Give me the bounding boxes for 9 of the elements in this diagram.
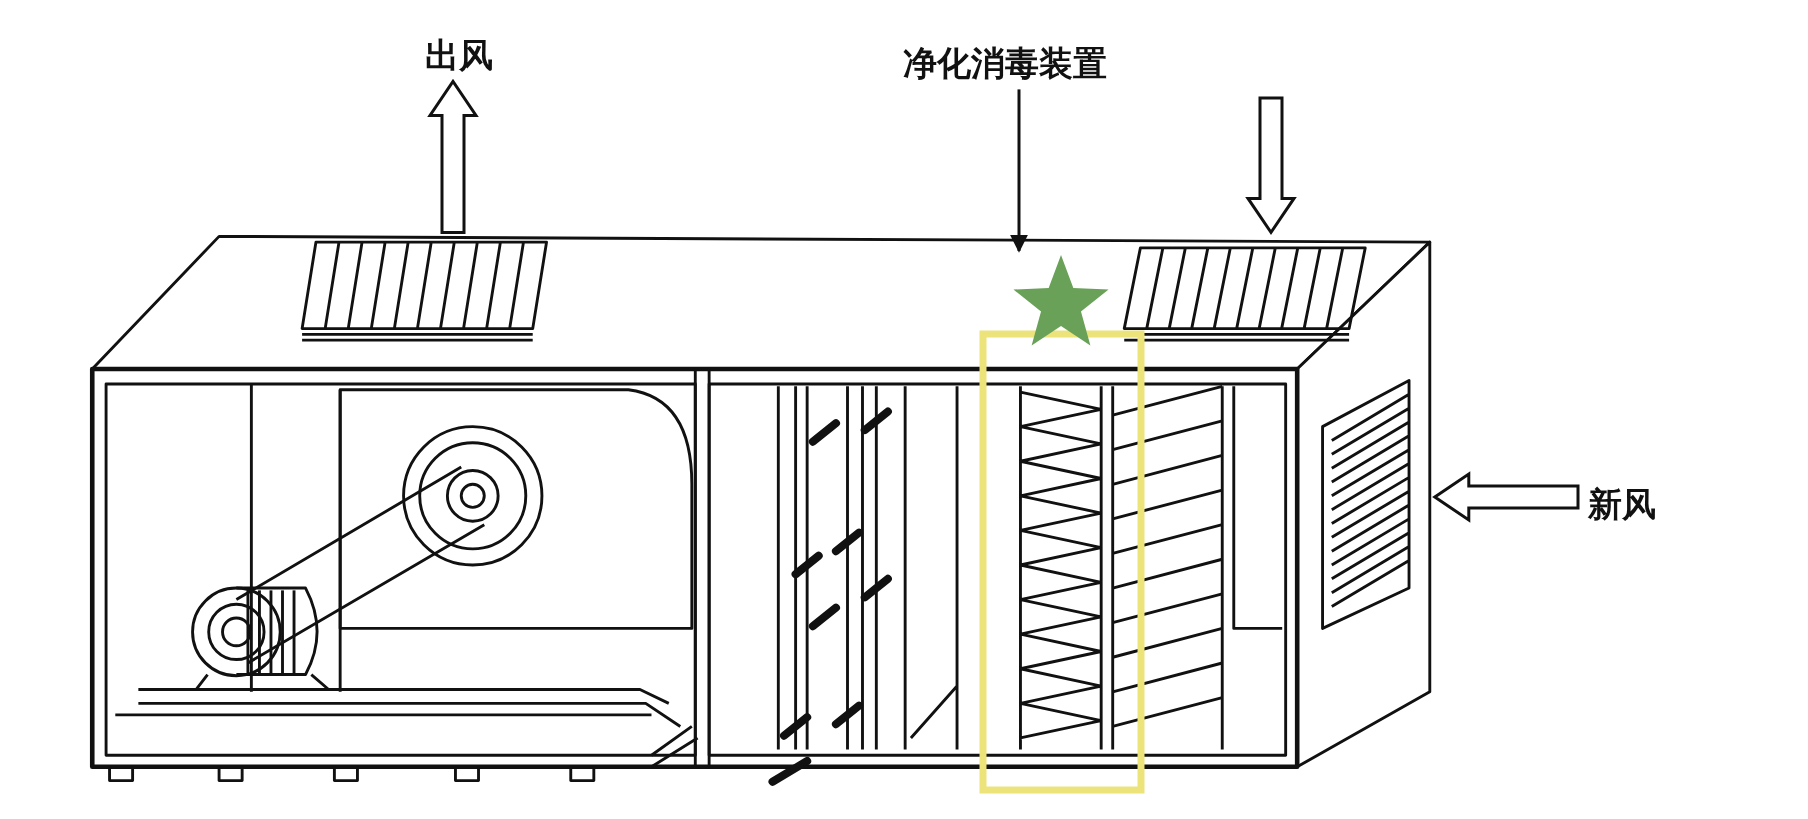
- air-handling-unit-drawing: [89, 234, 1432, 786]
- highlight-frame: [979, 255, 1145, 794]
- label-text: 净化消毒装置: [903, 42, 1107, 84]
- hollow-arrow: [1432, 471, 1580, 523]
- label-text: 出风: [425, 34, 493, 76]
- label-text: 新风: [1588, 483, 1656, 525]
- hollow-arrow: [1245, 96, 1297, 236]
- arrow: [1010, 89, 1028, 253]
- hollow-arrow: [427, 78, 479, 234]
